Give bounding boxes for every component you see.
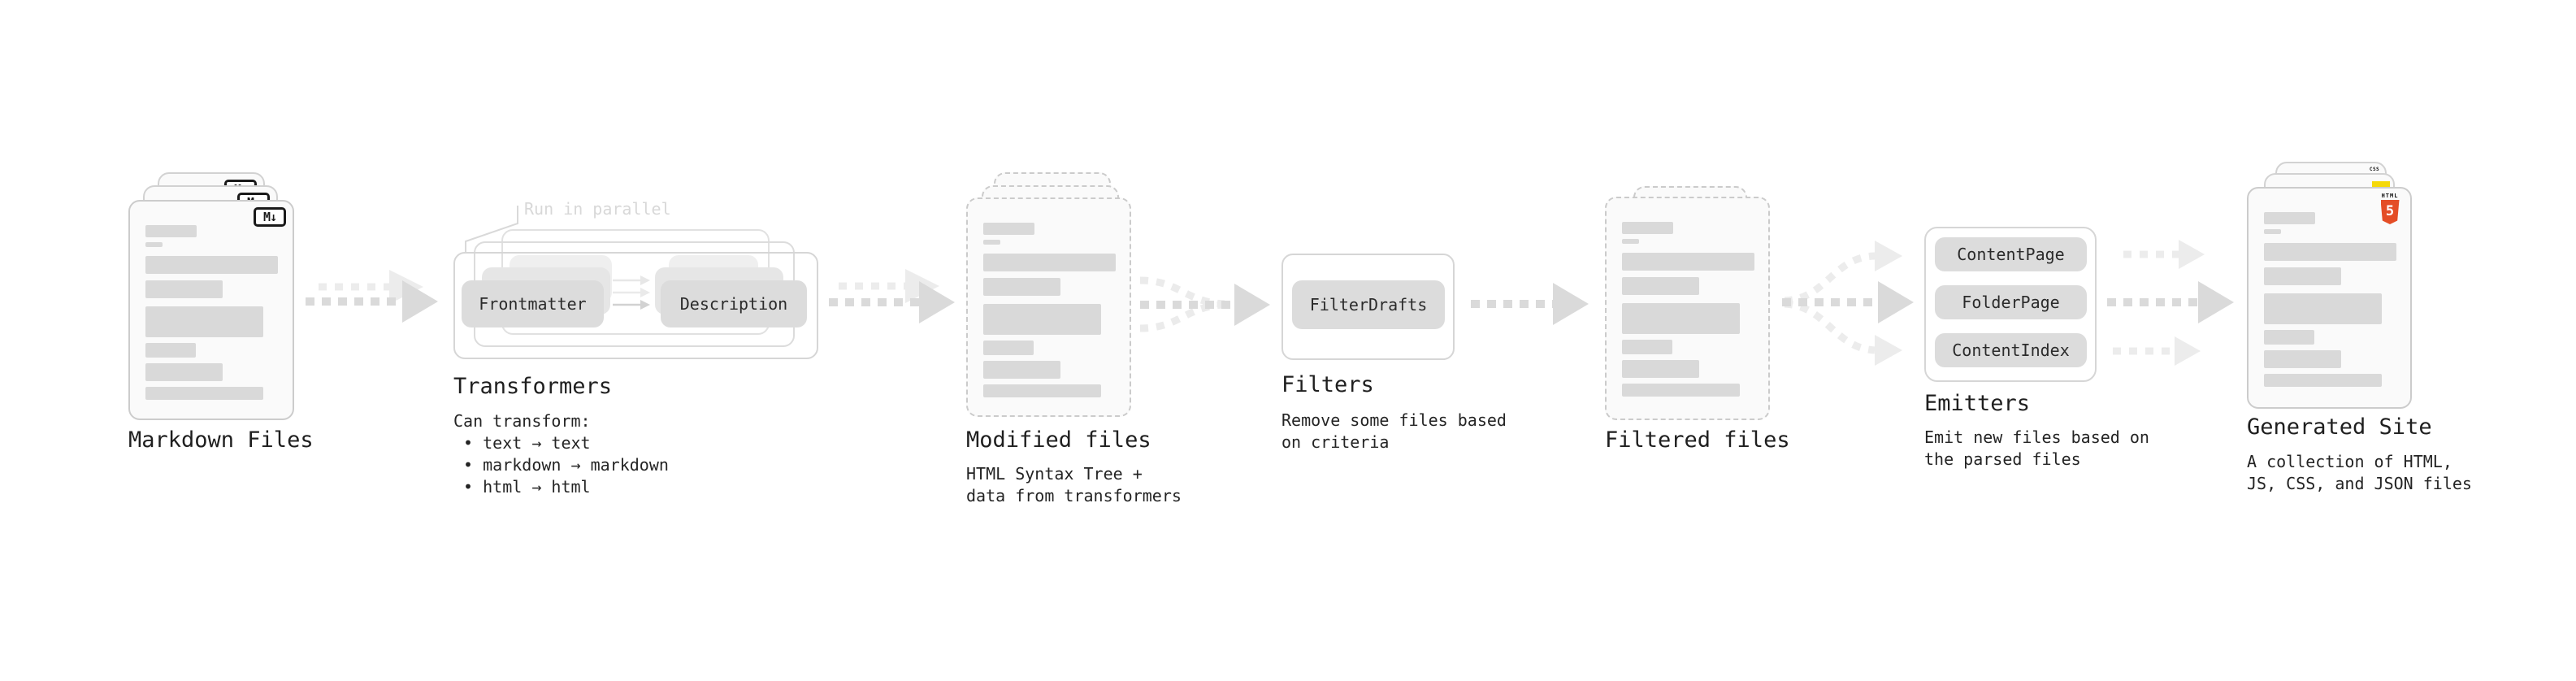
doc-line (145, 242, 163, 247)
stage-title-filtered-files: Filtered files (1605, 427, 1790, 453)
arrow-modified-to-filters (1139, 276, 1270, 332)
doc-line (145, 225, 197, 237)
doc-line (983, 304, 1101, 335)
arrows-emitters-to-site (2107, 240, 2234, 366)
emitters-description: Emit new files based on the parsed files (1924, 427, 2149, 469)
doc-line (2264, 350, 2341, 368)
run-in-parallel-note: Run in parallel (524, 199, 671, 219)
doc-line (2264, 212, 2315, 224)
filtered-file-front (1605, 197, 1770, 420)
doc-line (145, 387, 263, 400)
transformer-pill-arrows (613, 275, 650, 310)
stage-title-modified-files: Modified files (966, 427, 1151, 453)
doc-line (1622, 277, 1699, 295)
arrow-filtered-to-emitters-fanout (1782, 241, 1914, 366)
markdown-file-front: M↓ (128, 200, 294, 420)
doc-line (145, 363, 223, 381)
doc-line (1622, 222, 1673, 234)
emitter-pill-contentpage: ContentPage (1935, 237, 2087, 271)
modified-file-front (966, 197, 1131, 417)
doc-line (983, 384, 1101, 397)
filters-description: Remove some files based on criteria (1281, 410, 1507, 452)
doc-line (1622, 360, 1699, 378)
stage-title-markdown-files: Markdown Files (128, 427, 314, 453)
run-in-parallel-connector (465, 206, 518, 253)
doc-line (1622, 384, 1740, 397)
generated-site-description: A collection of HTML, JS, CSS, and JSON … (2247, 452, 2472, 493)
doc-line (983, 223, 1034, 235)
doc-line (1622, 253, 1754, 271)
transformer-box-front (453, 252, 818, 359)
filter-pill-filterdrafts: FilterDrafts (1292, 280, 1445, 329)
doc-line (2264, 374, 2382, 387)
doc-line (983, 278, 1060, 296)
doc-line (2264, 293, 2382, 324)
arrow-markdown-to-transformers (306, 270, 438, 323)
doc-line (983, 361, 1060, 379)
transformer-pill-description: Description (661, 280, 807, 327)
stage-title-generated-site: Generated Site (2247, 414, 2432, 440)
transformers-description: Can transform: • text → text • markdown … (453, 411, 669, 497)
arrow-transformers-to-modified (829, 269, 955, 323)
doc-line (2264, 267, 2341, 285)
doc-line (145, 343, 196, 358)
stage-title-filters: Filters (1281, 372, 1374, 397)
doc-line (1622, 340, 1672, 354)
doc-line (1622, 303, 1740, 334)
stage-title-emitters: Emitters (1924, 391, 2031, 416)
markdown-icon: M↓ (254, 207, 286, 227)
html5-icon: HTML 5 (2380, 193, 2400, 224)
doc-line (2264, 229, 2281, 234)
transformer-pill-frontmatter: Frontmatter (462, 280, 604, 327)
site-file-front-html: HTML 5 (2247, 187, 2412, 409)
doc-line (145, 256, 278, 274)
doc-line (145, 280, 223, 298)
filters-box (1281, 254, 1455, 360)
doc-line (1622, 239, 1639, 244)
emitters-box (1924, 227, 2097, 382)
doc-line (2264, 330, 2314, 345)
arrow-filters-to-filtered (1471, 283, 1589, 325)
doc-line (983, 240, 1000, 245)
stage-title-transformers: Transformers (453, 374, 613, 399)
doc-line (2264, 243, 2396, 261)
doc-line (983, 254, 1116, 271)
modified-files-description: HTML Syntax Tree + data from transformer… (966, 464, 1182, 505)
doc-line (983, 340, 1034, 355)
emitter-pill-contentindex: ContentIndex (1935, 333, 2087, 367)
doc-line (145, 306, 263, 337)
emitter-pill-folderpage: FolderPage (1935, 285, 2087, 319)
